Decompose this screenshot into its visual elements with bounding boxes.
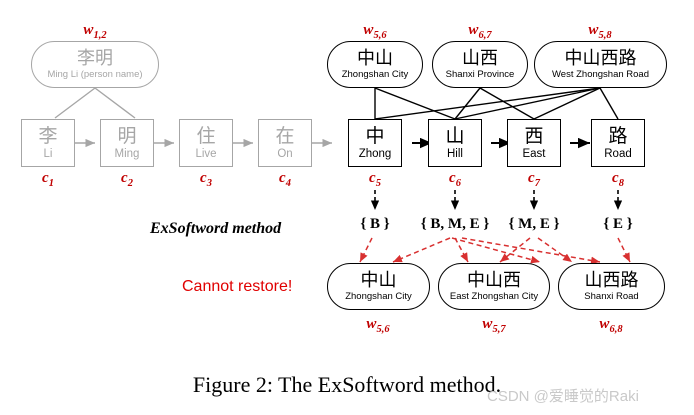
weight-label-w68-bottom: w6,8 xyxy=(599,316,623,335)
char-box-c5[interactable]: 中 Zhong xyxy=(348,119,402,167)
char-box-c7-en: East xyxy=(522,147,546,160)
char-box-c1[interactable]: 李 Li xyxy=(21,119,75,167)
char-box-c4-cn: 在 xyxy=(275,124,295,147)
char-box-c5-en: Zhong xyxy=(358,147,392,160)
char-box-c3-cn: 住 xyxy=(196,124,216,147)
tagset-c8: { E } xyxy=(603,216,633,232)
weight-label-w56-bottom: w5,6 xyxy=(366,316,390,335)
char-box-c4[interactable]: 在 On xyxy=(258,119,312,167)
lexicon-node-shanxi-top-en: Shanxi Province xyxy=(445,68,515,80)
char-box-c6[interactable]: 山 Hill xyxy=(428,119,482,167)
char-box-c8[interactable]: 路 Road xyxy=(591,119,645,167)
lexicon-node-zhongshanxi-bottom-en: East Zhongshan City xyxy=(449,290,539,302)
lexicon-node-shanxilu-bottom-cn: 山西路 xyxy=(584,269,639,291)
lexicon-node-zhongshan-top-cn: 中山 xyxy=(357,47,393,69)
char-box-c1-cn: 李 xyxy=(38,124,58,147)
char-box-c8-cn: 路 xyxy=(608,124,628,147)
weight-label-w67-top: w6,7 xyxy=(468,22,492,41)
csdn-watermark: CSDN @爱睡觉的Raki xyxy=(487,388,639,405)
lexicon-node-shanxi-top-cn: 山西 xyxy=(462,47,498,69)
method-label: ExSoftword method xyxy=(150,220,282,237)
char-box-c5-cn: 中 xyxy=(365,124,385,147)
lexicon-node-zhongshanxi-bottom-cn: 中山西 xyxy=(467,269,521,291)
lexicon-node-zhongshan-top-en: Zhongshan City xyxy=(341,68,409,80)
char-index-c2: c2 xyxy=(121,170,133,189)
char-index-c3: c3 xyxy=(200,170,212,189)
lexicon-node-shanxilu-bottom[interactable]: 山西路 Shanxi Road xyxy=(558,263,665,310)
tagset-c7: { M, E } xyxy=(508,216,560,232)
lexicon-node-zhongshan-top[interactable]: 中山 Zhongshan City xyxy=(327,41,423,88)
weight-label-w57-bottom: w5,7 xyxy=(482,316,506,335)
tagset-c6: { B, M, E } xyxy=(420,216,490,232)
weight-label-w56-top: w5,6 xyxy=(363,22,387,41)
char-box-c3-en: Live xyxy=(195,147,217,160)
weight-label-w58-top: w5,8 xyxy=(588,22,612,41)
char-index-c7: c7 xyxy=(528,170,540,189)
char-index-c6: c6 xyxy=(449,170,461,189)
lexicon-node-zhongshan-bottom-en: Zhongshan City xyxy=(345,290,412,302)
lexicon-node-zhongshanxilu-top-cn: 中山西路 xyxy=(564,47,637,69)
lexicon-node-liming[interactable]: 李明 Ming Li (person name) xyxy=(31,41,159,88)
char-box-c7-cn: 西 xyxy=(524,124,544,147)
lexicon-node-zhongshanxilu-top[interactable]: 中山西路 West Zhongshan Road xyxy=(534,41,667,88)
char-box-c2[interactable]: 明 Ming xyxy=(100,119,154,167)
char-box-c6-cn: 山 xyxy=(445,124,465,147)
weight-label-w12: w1,2 xyxy=(83,22,107,41)
char-index-c1: c1 xyxy=(42,170,54,189)
cannot-restore-label: Cannot restore! xyxy=(182,278,293,295)
lexicon-node-liming-en: Ming Li (person name) xyxy=(47,68,143,80)
lexicon-node-zhongshan-bottom[interactable]: 中山 Zhongshan City xyxy=(327,263,430,310)
char-box-c8-en: Road xyxy=(604,147,632,160)
char-box-c1-en: Li xyxy=(43,147,53,160)
lexicon-node-liming-cn: 李明 xyxy=(77,47,113,69)
char-box-c2-cn: 明 xyxy=(117,124,137,147)
tagset-c5: { B } xyxy=(360,216,390,232)
char-index-c5: c5 xyxy=(369,170,381,189)
char-box-c6-en: Hill xyxy=(447,147,463,160)
char-box-c2-en: Ming xyxy=(114,147,140,160)
char-box-c7[interactable]: 西 East xyxy=(507,119,561,167)
lexicon-node-zhongshanxilu-top-en: West Zhongshan Road xyxy=(552,68,649,80)
lexicon-node-zhongshan-bottom-cn: 中山 xyxy=(360,269,397,291)
lexicon-node-shanxilu-bottom-en: Shanxi Road xyxy=(584,290,639,302)
figure-caption: Figure 2: The ExSoftword method. xyxy=(192,372,502,397)
char-box-c3[interactable]: 住 Live xyxy=(179,119,233,167)
lexicon-node-shanxi-top[interactable]: 山西 Shanxi Province xyxy=(432,41,528,88)
char-index-c4: c4 xyxy=(279,170,291,189)
char-index-c8: c8 xyxy=(612,170,624,189)
char-box-c4-en: On xyxy=(277,147,293,160)
lexicon-node-zhongshanxi-bottom[interactable]: 中山西 East Zhongshan City xyxy=(438,263,550,310)
